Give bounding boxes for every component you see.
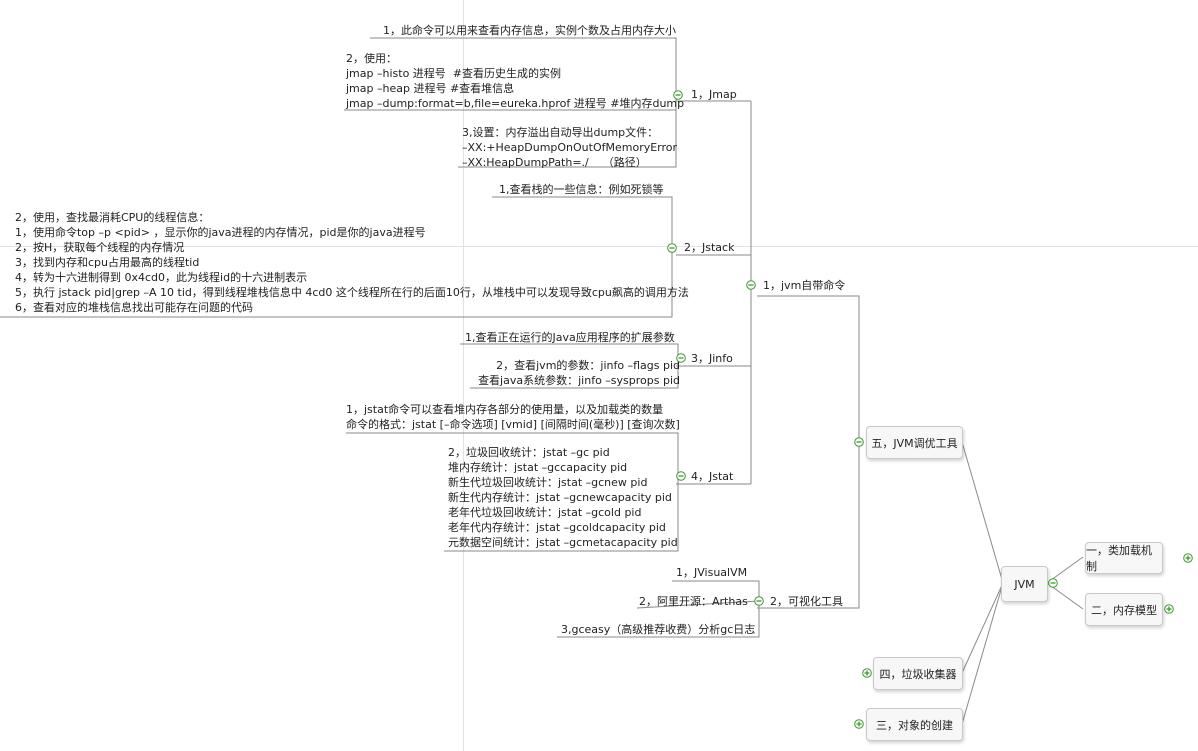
branch-memory-model[interactable]: 二，内存模型 — [1085, 593, 1163, 626]
node-jinfo[interactable]: 3，Jinfo — [691, 352, 733, 365]
collapse-icon[interactable] — [754, 596, 764, 606]
collapse-icon[interactable] — [667, 243, 677, 253]
expand-icon[interactable] — [1183, 553, 1193, 563]
jinfo-note-1: 1,查看正在运行的Java应用程序的扩展参数 — [465, 331, 675, 344]
jmap-note-3: 3,设置：内存溢出自动导出dump文件： –XX:+HeapDumpOnOutO… — [462, 126, 678, 169]
visual-tool-gceasy: 3,gceasy（高级推荐收费）分析gc日志 — [561, 623, 756, 636]
jstack-note-1: 1,查看栈的一些信息：例如死锁等 — [499, 183, 664, 196]
vertical-guide-line — [463, 0, 464, 751]
collapse-icon[interactable] — [1048, 578, 1058, 588]
expand-icon[interactable] — [862, 668, 872, 678]
branch-garbage-collector[interactable]: 四，垃圾收集器 — [873, 657, 963, 690]
jstack-note-2: 2，使用，查找最消耗CPU的线程信息： 1，使用命令top –p <pid> ，… — [15, 211, 689, 314]
node-visual-tools[interactable]: 2，可视化工具 — [770, 595, 843, 608]
jmap-note-2: 2，使用： jmap –histo 进程号 #查看历史生成的实例 jmap –h… — [346, 52, 685, 110]
collapse-icon[interactable] — [676, 353, 686, 363]
node-jmap[interactable]: 1，Jmap — [691, 88, 737, 101]
collapse-icon[interactable] — [854, 437, 864, 447]
collapse-icon[interactable] — [676, 471, 686, 481]
branch-class-loading[interactable]: 一，类加载机制 — [1085, 542, 1163, 574]
collapse-icon[interactable] — [746, 280, 756, 290]
node-jstack[interactable]: 2，Jstack — [684, 241, 735, 254]
jstat-note-2: 2，垃圾回收统计：jstat –gc pid 堆内存统计：jstat –gcca… — [448, 446, 678, 549]
jmap-note-1: 1，此命令可以用来查看内存信息，实例个数及占用内存大小 — [383, 24, 676, 37]
root-node-jvm[interactable]: JVM — [1001, 566, 1048, 602]
visual-tool-arthas: 2，阿里开源：Arthas — [639, 595, 748, 608]
horizontal-guide-line — [0, 246, 1198, 247]
collapse-icon[interactable] — [673, 90, 683, 100]
node-jvm-builtin-commands[interactable]: 1，jvm自带命令 — [763, 279, 846, 292]
branch-jvm-tuning-tools[interactable]: 五，JVM调优工具 — [866, 426, 963, 459]
expand-icon[interactable] — [854, 719, 864, 729]
jinfo-note-2: 2，查看jvm的参数：jinfo –flags pid 查看java系统参数：j… — [478, 359, 680, 387]
jstat-note-1: 1，jstat命令可以查看堆内存各部分的使用量，以及加载类的数量 命令的格式：j… — [346, 403, 680, 431]
branch-object-creation[interactable]: 三，对象的创建 — [866, 708, 963, 741]
expand-icon[interactable] — [1164, 604, 1174, 614]
node-jstat[interactable]: 4，Jstat — [691, 470, 734, 483]
visual-tool-jvisualvm: 1，JVisualVM — [676, 566, 748, 579]
